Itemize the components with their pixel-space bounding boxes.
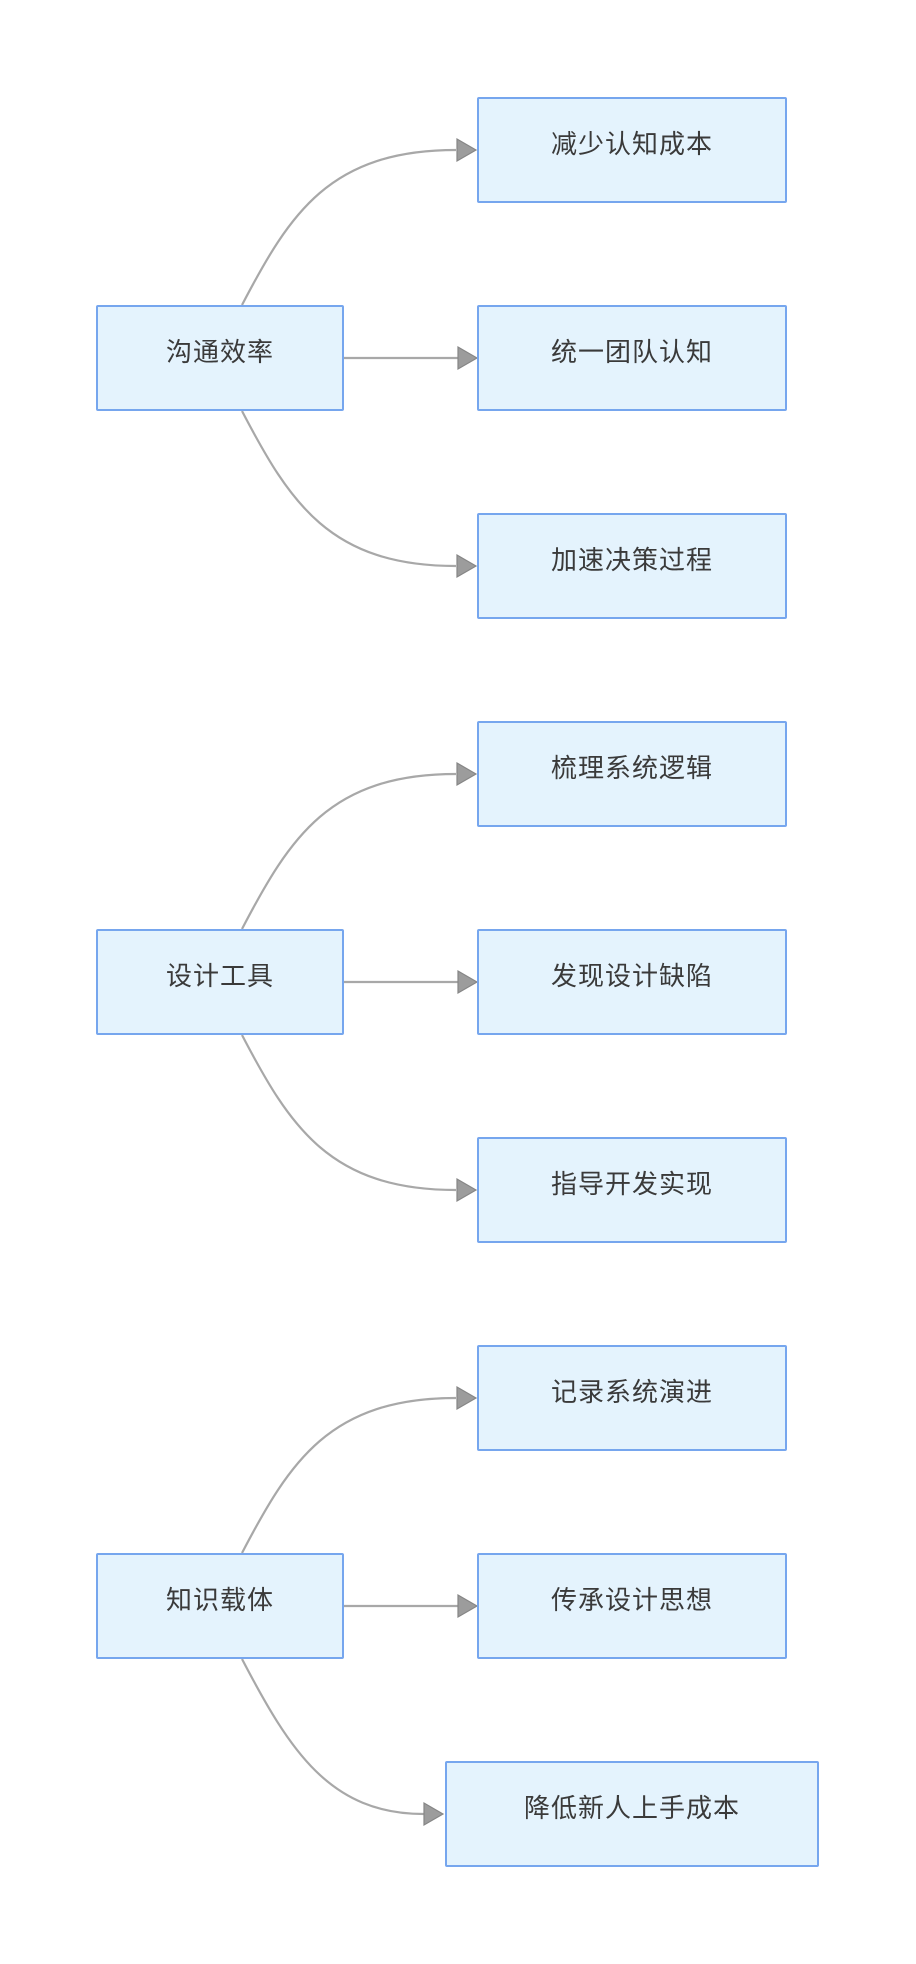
node-label: 发现设计缺陷 [550,960,713,991]
node-record-system-evolution[interactable]: 记录系统演进 [477,1345,787,1451]
node-label: 降低新人上手成本 [523,1792,740,1823]
node-label: 知识载体 [165,1584,274,1615]
node-label: 沟通效率 [165,336,274,367]
arrowhead-icon [456,761,478,787]
edge-curve-down [241,1034,457,1192]
node-label: 传承设计思想 [550,1584,713,1615]
node-label: 减少认知成本 [550,128,713,159]
arrowhead-icon [456,553,478,579]
edges-cluster-communication [241,137,479,579]
node-unify-team-understanding[interactable]: 统一团队认知 [477,305,787,411]
edges-cluster-knowledge [241,1385,479,1827]
node-organize-system-logic[interactable]: 梳理系统逻辑 [477,721,787,827]
node-label: 记录系统演进 [550,1376,713,1407]
edge-curve-down [241,410,457,568]
node-design-tool[interactable]: 设计工具 [96,929,344,1035]
node-label: 梳理系统逻辑 [550,752,713,783]
node-accelerate-decisions[interactable]: 加速决策过程 [477,513,787,619]
node-label: 指导开发实现 [550,1168,713,1199]
node-label: 加速决策过程 [550,544,713,575]
node-guide-implementation[interactable]: 指导开发实现 [477,1137,787,1243]
node-reduce-cognitive-cost[interactable]: 减少认知成本 [477,97,787,203]
arrowhead-icon [456,1177,478,1203]
arrowhead-icon [456,1385,478,1411]
arrowhead-icon [457,969,479,995]
arrowhead-icon [457,345,479,371]
edge-curve-up [241,148,457,306]
arrowhead-icon [423,1801,445,1827]
node-lower-onboarding-cost[interactable]: 降低新人上手成本 [445,1761,819,1867]
node-communication-efficiency[interactable]: 沟通效率 [96,305,344,411]
edge-curve-up [241,1396,457,1554]
node-find-design-flaws[interactable]: 发现设计缺陷 [477,929,787,1035]
node-knowledge-carrier[interactable]: 知识载体 [96,1553,344,1659]
node-pass-on-design-thinking[interactable]: 传承设计思想 [477,1553,787,1659]
edge-curve-down [241,1658,425,1816]
node-label: 统一团队认知 [550,336,713,367]
arrowhead-icon [456,137,478,163]
edge-curve-up [241,772,457,930]
edges-cluster-design-tool [241,761,479,1203]
arrowhead-icon [457,1593,479,1619]
node-label: 设计工具 [165,960,274,991]
